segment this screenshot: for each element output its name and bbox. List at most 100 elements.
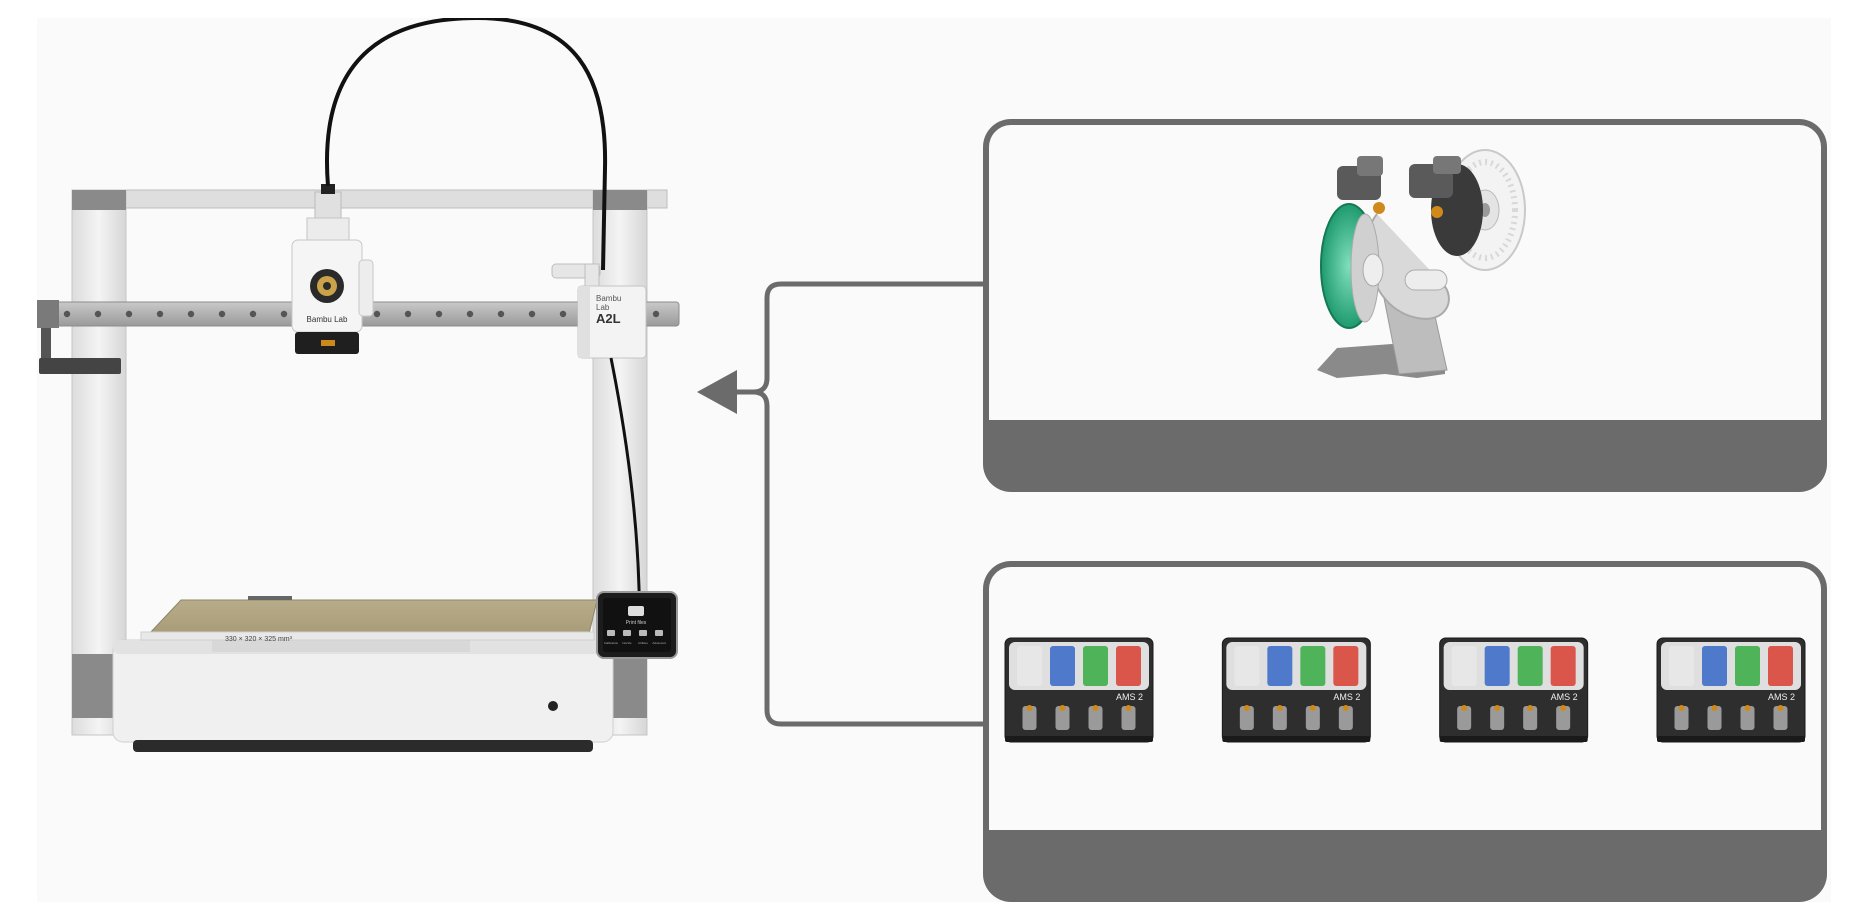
base-button bbox=[548, 701, 558, 711]
ams-feeder-gear bbox=[1711, 705, 1718, 711]
ams-unit: AMS 2 bbox=[1221, 637, 1371, 743]
ams-feeder bbox=[1674, 706, 1689, 730]
rail-hole bbox=[156, 310, 164, 318]
ams-base bbox=[1657, 736, 1805, 742]
bed-carrier bbox=[212, 638, 470, 652]
printer: Bambu Lab Bambu Lab A2L 330 × 320 × 325 … bbox=[37, 15, 680, 752]
ams-label: AMS 2 bbox=[1768, 692, 1795, 702]
ams-lid bbox=[1443, 642, 1584, 690]
ams-spool bbox=[1451, 646, 1477, 686]
base-foot bbox=[133, 740, 593, 752]
frame-top-bar bbox=[71, 189, 668, 209]
ams-spool bbox=[1768, 646, 1793, 686]
model-name: A2L bbox=[596, 311, 621, 326]
build-plate bbox=[147, 599, 598, 635]
connector-lower bbox=[752, 389, 984, 727]
ams-spool bbox=[1050, 646, 1075, 686]
tool-head: Bambu Lab bbox=[291, 184, 374, 354]
connector-arrow bbox=[697, 370, 737, 414]
ams-spool bbox=[1267, 646, 1293, 686]
option-card-spool-holder bbox=[983, 119, 1827, 492]
ams-lid bbox=[1661, 642, 1801, 690]
ams-feeder-gear bbox=[1777, 705, 1784, 711]
rail-hole bbox=[187, 310, 195, 318]
ams-feeder bbox=[1022, 706, 1037, 730]
ams-spool bbox=[1333, 646, 1359, 686]
ams-spool bbox=[1083, 646, 1108, 686]
ams-feeder-gear bbox=[1744, 705, 1751, 711]
ams-feeder-gear bbox=[1342, 705, 1349, 711]
rail-hole bbox=[280, 310, 288, 318]
ams-feeder bbox=[1088, 706, 1103, 730]
spool-holder-image bbox=[1317, 149, 1526, 378]
ams-feeder-gear bbox=[1527, 705, 1534, 711]
screen-menu-label: Nozzle bbox=[622, 641, 632, 645]
base-body bbox=[112, 639, 614, 743]
ams-lid bbox=[1226, 642, 1367, 690]
ams-feeder bbox=[1556, 706, 1571, 730]
ams-spool bbox=[1234, 646, 1260, 686]
ams-feeder-gear bbox=[1309, 705, 1316, 711]
rail-hole bbox=[466, 310, 474, 318]
bed-volume: 330 × 320 × 325 mm³ bbox=[225, 636, 293, 643]
screen-menu-icon bbox=[607, 630, 615, 636]
ams-base bbox=[1439, 736, 1588, 742]
ams-spool bbox=[1735, 646, 1760, 686]
rail-hole bbox=[373, 310, 381, 318]
model-brand-line1: Bambu bbox=[596, 294, 621, 303]
ams-feeder-gear bbox=[1560, 705, 1567, 711]
rail-hole bbox=[94, 310, 102, 318]
ams-feeder-gear bbox=[1276, 705, 1283, 711]
ams-spool bbox=[1484, 646, 1510, 686]
ams-spool bbox=[1517, 646, 1543, 686]
ams-feeder bbox=[1490, 706, 1505, 730]
ams-feeder-gear bbox=[1026, 705, 1033, 711]
ams-feeder bbox=[1707, 706, 1722, 730]
ams-base bbox=[1222, 736, 1371, 742]
bed-front bbox=[140, 631, 595, 641]
canvas: Bambu Lab Bambu Lab A2L 330 × 320 × 325 … bbox=[37, 15, 1831, 902]
side-module: Bambu Lab A2L bbox=[551, 263, 647, 359]
rail-hole bbox=[63, 310, 71, 318]
rail-hole bbox=[218, 310, 226, 318]
ams-label: AMS 2 bbox=[1333, 692, 1360, 702]
ams-spool bbox=[1017, 646, 1042, 686]
ams-base bbox=[1005, 736, 1153, 742]
ams-feeder bbox=[1773, 706, 1788, 730]
rail-hole bbox=[404, 310, 412, 318]
ams-spool bbox=[1550, 646, 1576, 686]
ams-feeder bbox=[1272, 706, 1287, 730]
ams-feeder-gear bbox=[1125, 705, 1132, 711]
ams-feeder bbox=[1740, 706, 1755, 730]
ams-feeder bbox=[1523, 706, 1538, 730]
frame-left-pole-cap bbox=[72, 190, 126, 210]
ams-spool bbox=[1300, 646, 1326, 686]
rail-left-end bbox=[37, 300, 59, 328]
connector bbox=[727, 281, 984, 727]
rail-hole bbox=[652, 310, 660, 318]
ams-label: AMS 2 bbox=[1116, 692, 1143, 702]
rail-hole bbox=[435, 310, 443, 318]
ams-unit: AMS 2 bbox=[1656, 637, 1806, 743]
model-brand-line2: Lab bbox=[596, 303, 610, 312]
screen-menu-icon bbox=[639, 630, 647, 636]
ams-feeder-gear bbox=[1059, 705, 1066, 711]
ams-label: AMS 2 bbox=[1551, 692, 1578, 702]
ams-feeder-gear bbox=[1092, 705, 1099, 711]
ams-unit: AMS 2 bbox=[1004, 637, 1154, 743]
ams-row: AMS 2 AMS 2 AMS 2 AMS 2 bbox=[1004, 637, 1806, 743]
rail-hole bbox=[528, 310, 536, 318]
rail-hole bbox=[125, 310, 133, 318]
ams-feeder-gear bbox=[1494, 705, 1501, 711]
scene: Bambu Lab Bambu Lab A2L 330 × 320 × 325 … bbox=[37, 15, 1827, 902]
option-card-ams-units: AMS 2 AMS 2 AMS 2 AMS 2 bbox=[983, 561, 1827, 902]
ams-feeder bbox=[1055, 706, 1070, 730]
left-bracket bbox=[41, 328, 51, 362]
ams-spool bbox=[1116, 646, 1141, 686]
connector-upper bbox=[752, 281, 984, 395]
rail-hole bbox=[249, 310, 257, 318]
ams-feeder bbox=[1305, 706, 1320, 730]
screen-menu-icon bbox=[655, 630, 663, 636]
